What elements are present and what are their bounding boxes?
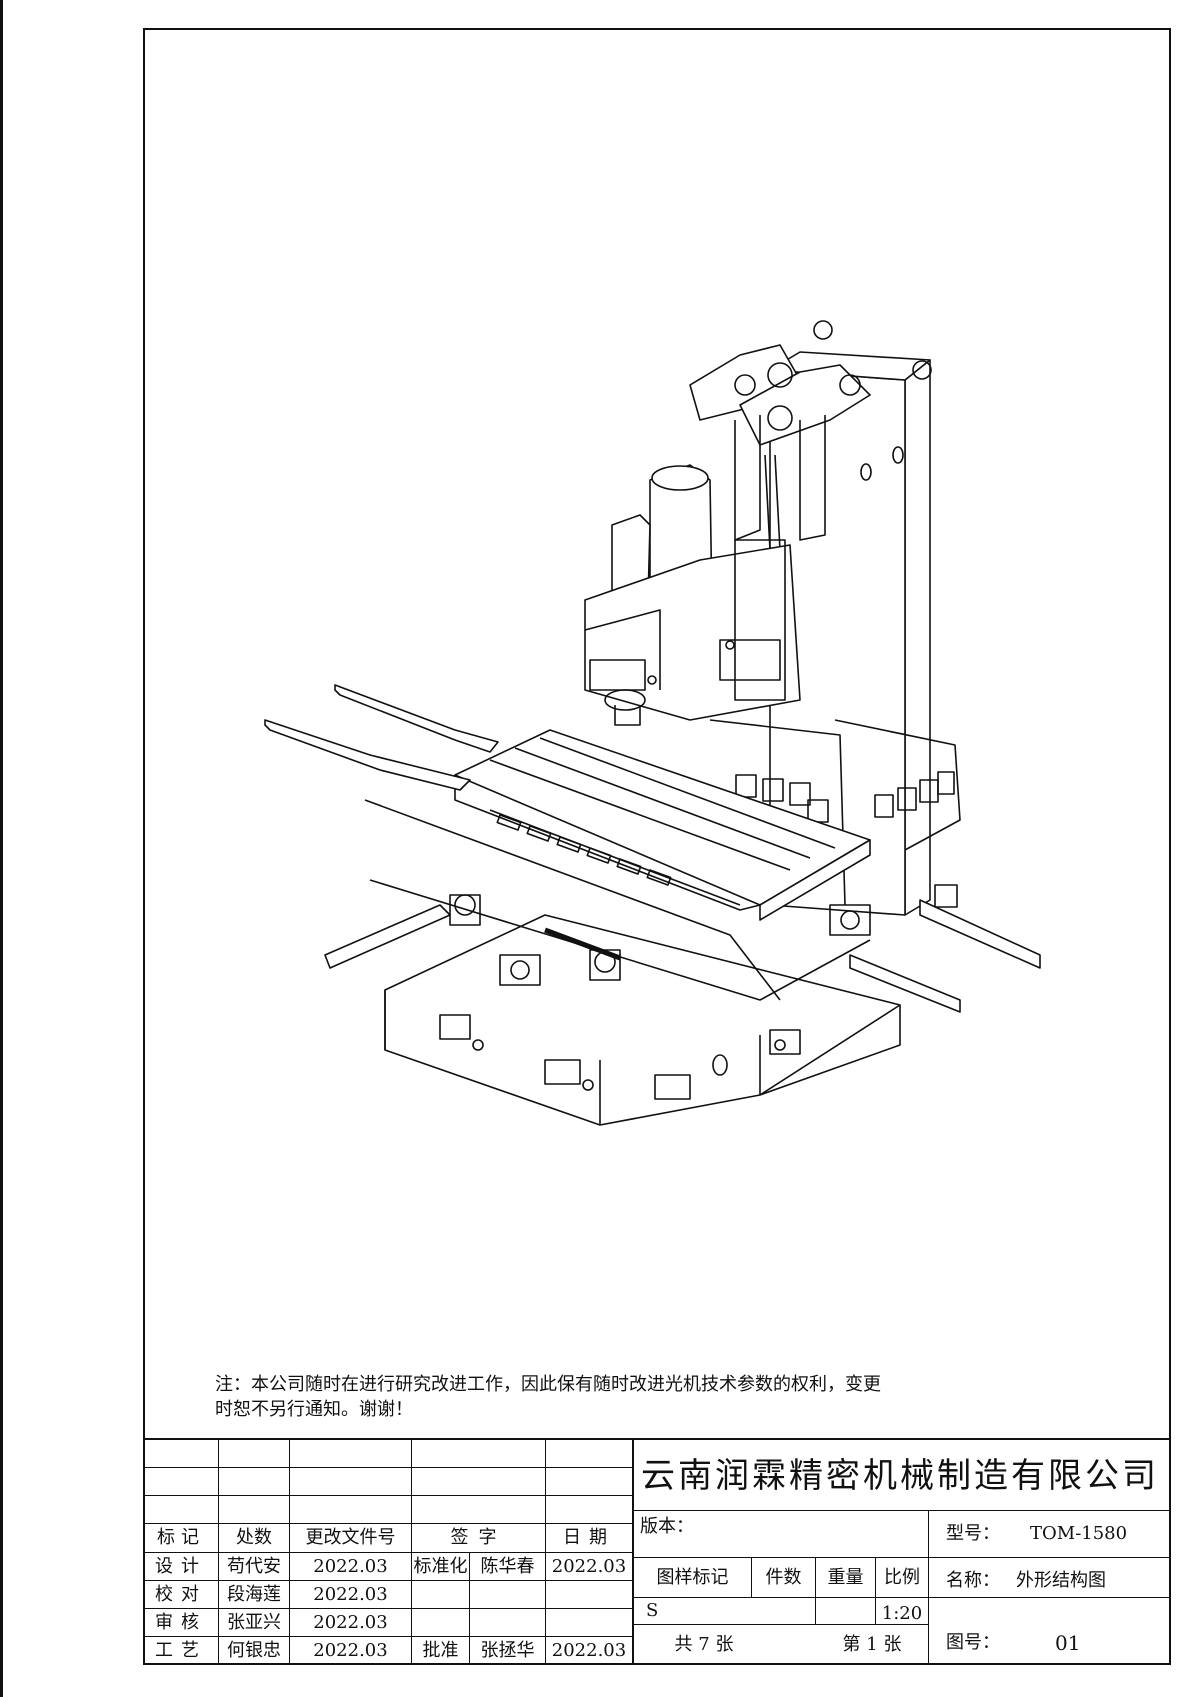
name-label: 名称： — [946, 1570, 1000, 1591]
role-design: 设计 — [155, 1555, 207, 1577]
approval-name: 张拯华 — [480, 1639, 535, 1661]
tb-col-line — [218, 1438, 219, 1665]
tb-col-line — [289, 1438, 290, 1665]
total-sheets: 共 7 张 — [674, 1634, 734, 1655]
role-check: 校对 — [155, 1583, 207, 1605]
tb-col-line — [632, 1438, 634, 1665]
tb-col-line — [928, 1510, 929, 1665]
approval-date: 2022.03 — [551, 1639, 627, 1661]
col-header-mark: 标记 — [157, 1527, 205, 1548]
tb-row-line — [143, 1495, 633, 1496]
sheet-edge-line — [0, 0, 3, 1697]
tb-col-line — [545, 1438, 546, 1665]
model-label: 型号： — [946, 1523, 1000, 1544]
note-line-2: 时恕不另行通知。谢谢！ — [215, 1399, 413, 1420]
worktable — [454, 729, 871, 921]
tb-top-line — [143, 1438, 1171, 1440]
col-header-change-doc: 更改文件号 — [305, 1527, 396, 1548]
scale-label: 比例 — [884, 1566, 920, 1588]
col-header-count: 处数 — [236, 1527, 272, 1548]
name-review: 张亚兴 — [227, 1611, 281, 1633]
tb-row-line — [143, 1467, 633, 1468]
tb-col-line — [815, 1557, 816, 1624]
tb-row-line — [143, 1636, 633, 1637]
drawing-number-label: 图号： — [946, 1632, 1000, 1653]
tb-row-line — [143, 1608, 633, 1609]
sheet-number: 第 1 张 — [842, 1634, 902, 1655]
pieces-label: 件数 — [765, 1566, 802, 1588]
name-check: 段海莲 — [227, 1583, 281, 1605]
company-name: 云南润霖精密机械制造有限公司 — [641, 1456, 1159, 1496]
role-review: 审核 — [155, 1611, 207, 1633]
col-header-signature: 签字 — [450, 1527, 507, 1548]
drawing-frame — [143, 28, 1171, 1665]
z-axis-rails — [734, 415, 826, 551]
drawing-mark-value: S — [646, 1600, 659, 1621]
tb-col-line — [875, 1557, 876, 1624]
date-check: 2022.03 — [313, 1583, 388, 1605]
date-review: 2022.03 — [313, 1611, 388, 1633]
tb-row-line — [632, 1557, 1171, 1558]
weight-label: 重量 — [827, 1566, 864, 1588]
tb-col-line — [411, 1438, 412, 1665]
tb-col-line — [751, 1557, 752, 1597]
machine-base — [364, 799, 901, 1126]
standardization-name: 陈华春 — [480, 1555, 535, 1577]
disclaimer-note: 注：本公司随时在进行研究改进工作，因此保有随时改进光机技术参数的权利，变更 时恕… — [215, 1372, 975, 1422]
date-process: 2022.03 — [313, 1639, 388, 1661]
col-header-date: 日期 — [563, 1527, 615, 1548]
tb-row-line — [143, 1552, 633, 1553]
tb-col-line — [469, 1552, 470, 1665]
name-value: 外形结构图 — [1016, 1570, 1106, 1591]
note-line-1: 注：本公司随时在进行研究改进工作，因此保有随时改进光机技术参数的权利，变更 — [215, 1374, 881, 1395]
date-design: 2022.03 — [313, 1555, 388, 1577]
scale-value: 1:20 — [881, 1603, 923, 1624]
role-process: 工艺 — [155, 1639, 207, 1661]
drawing-mark-label: 图样标记 — [656, 1566, 729, 1588]
tb-row-line — [632, 1510, 1171, 1511]
version-label: 版本： — [640, 1516, 694, 1537]
spindle-head — [584, 464, 801, 726]
tb-row-line — [632, 1597, 1170, 1598]
side-rails — [264, 684, 1041, 1013]
model-value: TOM-1580 — [1030, 1523, 1128, 1544]
drawing-number-value: 01 — [1055, 1631, 1081, 1655]
tb-row-line — [632, 1624, 929, 1625]
tb-row-line — [143, 1580, 633, 1581]
approval-label: 批准 — [422, 1639, 459, 1661]
name-design: 苟代安 — [227, 1555, 281, 1577]
name-process: 何银忠 — [227, 1639, 281, 1661]
standardization-date: 2022.03 — [551, 1555, 627, 1577]
tb-row-line — [143, 1523, 633, 1524]
standardization-label: 标准化 — [413, 1555, 468, 1577]
column-top-brackets — [689, 320, 932, 446]
